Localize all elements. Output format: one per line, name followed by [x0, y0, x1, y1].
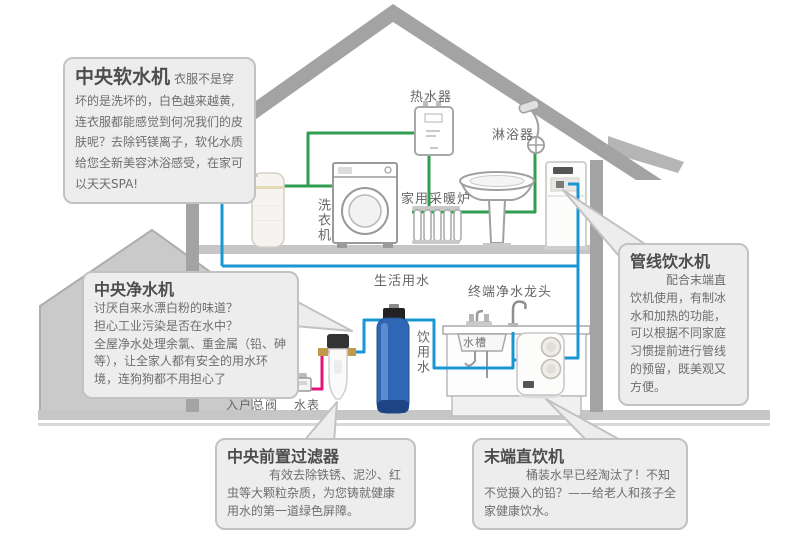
- purifier-bubble-body: 讨厌自来水漂白粉的味道？ 担心工业污染是否在水中？ 全屋净水处理余氯、重金属（铅…: [94, 301, 287, 386]
- house-roof: [144, 4, 662, 180]
- prefilter-bubble-title: 中央前置过滤器: [227, 447, 340, 466]
- softened-water-pipes: [284, 131, 537, 214]
- prefilter-bubble: 中央前置过滤器 有效去除铁锈、泥沙、红虫等大颗粒杂质，为您铸就健康用水的第一道绿…: [215, 438, 416, 531]
- washing-machine: [332, 162, 398, 248]
- prefilter-bubble-body: 有效去除铁锈、泥沙、红虫等大颗粒杂质，为您铸就健康用水的第一道绿色屏障。: [227, 468, 402, 518]
- pedestal-sink: [459, 171, 535, 247]
- pre-filter: [318, 334, 356, 400]
- pipeline-bubble-title: 管线饮水机: [630, 252, 711, 271]
- label-main-valve: 入户总阀: [226, 398, 279, 412]
- label-heating-furnace: 家用采暖炉: [401, 192, 472, 207]
- label-water-heater: 热水器: [410, 90, 453, 105]
- purified-water-tap: [508, 300, 527, 327]
- right-roof-sliver: [608, 136, 684, 173]
- purifier-tank: [376, 304, 410, 414]
- pipeline-bubble-body: 配合末端直饮机使用，有制冰水和加热的功能，可以根据不同家庭习惯提前进行管线的预留…: [630, 273, 727, 394]
- pipe-counter-run: [443, 332, 515, 370]
- pipe-radiator-to-shower: [412, 150, 537, 214]
- house-floor-bar: [199, 245, 590, 254]
- label-water-meter: 水表: [294, 398, 321, 412]
- sink-basin: [457, 333, 507, 352]
- softener-tank: [251, 172, 285, 248]
- heating-radiator: [412, 206, 462, 244]
- label-domestic-water: 生活用水: [374, 274, 431, 289]
- ro-bubble: 末端直饮机 桶装水早已经淘汰了！不知不觉摄入的铅？——给老人和孩子全家健康饮水。: [472, 438, 688, 531]
- house-right-wall: [590, 160, 603, 412]
- softener-bubble-title: 中央软水机: [75, 66, 171, 88]
- label-drinking-water: 饮用水: [414, 330, 429, 375]
- softener-bubble-body: 衣服不是穿坏的是洗坏的，白色越来越黄, 连衣服都能感觉到何况我们的皮肤呢？去除钙…: [75, 72, 244, 191]
- water-heater: [414, 101, 454, 156]
- ro-bubble-tail: [545, 398, 625, 443]
- purifier-bubble-title: 中央净水机: [94, 280, 175, 299]
- ground-line: [38, 423, 770, 426]
- shower-head: [518, 99, 545, 154]
- pipe-softener-to-heater: [306, 131, 416, 186]
- ground-bar: [38, 410, 770, 420]
- ro-drinking-unit: [516, 332, 565, 399]
- softener-bubble: 中央软水机衣服不是穿坏的是洗坏的，白色越来越黄, 连衣服都能感觉到何况我们的皮肤…: [63, 57, 256, 204]
- ro-bubble-body: 桶装水早已经淘汰了！不知不觉摄入的铅？——给老人和孩子全家健康饮水。: [484, 468, 677, 518]
- pipe-dispenser-drop: [563, 182, 580, 360]
- kitchen-faucet: [466, 309, 492, 326]
- ro-bubble-title: 末端直饮机: [484, 447, 565, 466]
- purifier-bubble-tail: [293, 299, 353, 332]
- label-terminal-tap: 终端净水龙头: [468, 285, 553, 300]
- label-washing-machine: 洗衣机: [315, 198, 330, 243]
- label-shower: 淋浴器: [492, 128, 535, 143]
- pipeline-bubble: 管线饮水机 配合末端直饮机使用，有制冰水和加热的功能，可以根据不同家庭习惯提前进…: [618, 243, 749, 407]
- purifier-bubble: 中央净水机 讨厌自来水漂白粉的味道？ 担心工业污染是否在水中？ 全屋净水处理余氯…: [82, 271, 299, 399]
- label-sink: 水槽: [463, 336, 487, 349]
